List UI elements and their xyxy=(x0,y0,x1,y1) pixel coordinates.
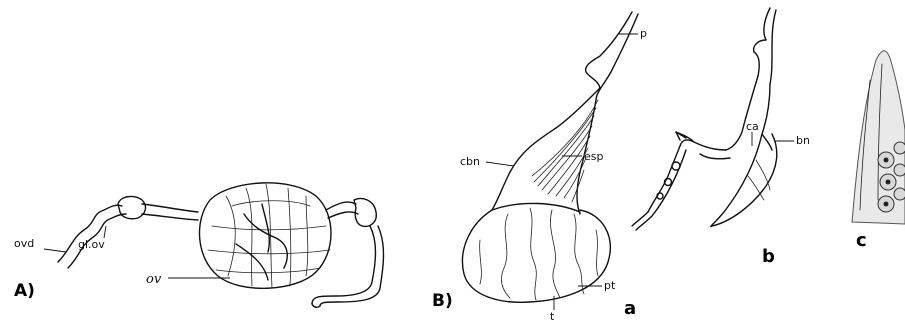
label-esp: esp xyxy=(584,150,603,163)
label-p: p xyxy=(640,27,647,40)
panel-label-a: A) xyxy=(14,281,35,301)
label-bn: bn xyxy=(796,134,810,147)
label-t: t xyxy=(550,310,555,323)
label-ca: ca xyxy=(746,120,759,133)
leader-gl-ov xyxy=(104,226,106,238)
ovary-texture xyxy=(208,184,330,288)
label-ov: ov xyxy=(146,272,162,287)
leader-cbn xyxy=(486,162,514,166)
panel-label-b: B) xyxy=(432,291,453,311)
leader-ovd xyxy=(44,249,66,252)
sublabel-b: b xyxy=(762,246,775,267)
panel-b-c-drawing xyxy=(852,51,905,224)
label-cbn: cbn xyxy=(460,155,480,168)
panel-b-b-drawing xyxy=(632,8,777,230)
label-ovd: ovd xyxy=(14,237,34,250)
panel-b-a-drawing xyxy=(462,12,638,302)
label-gl-ov: gl.ov xyxy=(78,238,105,251)
panel-a-drawing xyxy=(58,183,384,307)
label-pt: pt xyxy=(604,279,616,292)
sublabel-c: c xyxy=(856,230,867,251)
sublabel-a: a xyxy=(624,298,636,319)
